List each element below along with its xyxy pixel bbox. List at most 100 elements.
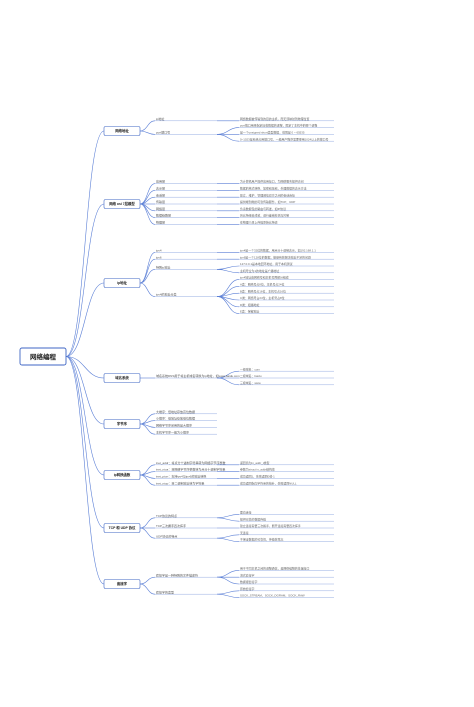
leaf-node-label: 127.0.0.1是本地回环地址，用于本机测试 [240,261,293,266]
leaf-node-label: E类：保留地址 [240,309,259,314]
connector-line [139,517,156,529]
mind-map-nodes: 网络编程 网络地址 ip地址 网络数据被传输到的目的主机，而无须映射到物理位置 port… [19,116,334,598]
connector-line [216,377,240,386]
sub-node-label: inet_ntoa：将网络字节序整数转为点分十进制字符串 [156,467,225,472]
sub-node-label: TCP三次握手四次挥手 [156,523,186,528]
connector-line [65,356,105,379]
connector-line [216,537,240,542]
connector-line [216,576,240,585]
sub-node-label: TCP协议的特点 [156,513,177,518]
sub-node-label: 网络字节序采用的是大端序 [156,423,192,428]
sub-node-label: inet_pton：支持ipv4与ipv6的地址转换 [156,474,206,479]
connector-line [139,423,156,435]
connector-line [65,356,105,585]
leaf-node-label: 二级域名：baidu [240,373,262,378]
leaf-node-label: 主机号全为1的地址是广播地址 [240,268,279,273]
connector-line [65,356,105,425]
leaf-node-label: 三级域名：www [240,380,262,385]
connector-line [65,130,105,357]
branch-node [103,523,141,533]
root-title: 网络编程 [30,352,57,361]
leaf-node-label: 建立、维护、管理通信双方之间的会话连接 [240,192,295,197]
connector-line [216,517,240,522]
branch-title: 网络地址 [115,128,129,133]
connector-line [65,203,105,357]
branch-title: 套接字 [117,581,128,586]
branch-title: ip转换函数 [114,472,131,477]
branch-node [103,126,141,136]
leaf-node-label: ipv4是一个32位的数据，用点分十进制表示，如192.168.1.1 [240,248,316,253]
connector-line [139,120,156,132]
branch-title: 字节序 [117,421,128,426]
leaf-node-label: ipv6是一个128位的数据，能够有效解决地址不足的问题 [240,254,311,259]
sub-node-label: 大端序：低地址存放高位数据 [156,409,195,414]
leaf-node-label: 建立连接需要三次握手，断开连接需要四次挥手 [240,523,301,528]
connector-line [216,279,240,297]
leaf-node-label: port端口用来指定接收数据的进程，限定了主机中的哪个进程 [240,123,317,128]
connector-line [139,282,156,297]
connector-line [139,252,156,284]
connector-line [65,356,105,529]
sub-node-label: 数据链路层 [156,213,171,218]
connector-line [139,474,156,486]
branch-node [103,579,141,589]
sub-node-label: port端口号 [156,130,170,135]
leaf-node-label: 面向连接 [240,510,252,515]
leaf-node-label: 提供端到端的可靠传输服务，如TCP、UDP [240,199,295,204]
leaf-node-label: A类：网络号占8位，主机号占24位 [240,282,284,287]
connector-line [216,265,240,270]
sub-node-label: 物理层 [156,220,165,225]
connector-line [216,134,240,142]
branch-title: ip地址 [117,280,127,285]
sub-node-label: inet_ntop：将二进制地址转为字符串 [156,480,204,485]
leaf-node-label: 一级域名：com [240,366,261,371]
connector-line [65,282,105,357]
leaf-node-label: 0~1023是系统占用端口号，一般用户程序需要使用1024以上的端口号 [240,136,329,141]
sub-node-label: 表示层 [156,186,165,191]
connector-line [216,534,240,539]
sub-node-label: ipv4 [156,249,162,253]
sub-node-label: 域名系统DNS用于将主机域名转换为ip地址，如www.baidu.com [156,373,240,378]
leaf-node-label: 是一个unsigned short类型数据，范围是 0 ~ 65535 [240,130,305,135]
leaf-node-label: 网络数据被传输到的目的主机，而无须映射到物理位置 [240,116,309,121]
leaf-node-label: B类：网络号占16位，主机号占16位 [240,288,286,293]
sub-node-label: 传输层 [156,199,165,204]
connector-line [139,576,156,585]
sub-node-label: 主机字节序一般为小端序 [156,429,189,434]
leaf-node-label: SOCK_STREAM、SOCK_DGRAM、SOCK_RAW [240,594,305,598]
branch-node [103,199,141,209]
leaf-node-label: 成功返回1，失败返回0或-1 [240,474,275,479]
sub-node-label: 会话层 [156,192,165,197]
mind-map-connectors [65,120,240,598]
branch-node [103,373,141,383]
leaf-node-label: 用于不同主机之间的进程通信，是网络编程的基础接口 [240,566,309,571]
connector-line [139,583,156,595]
leaf-node-label: D类：组播地址 [240,302,260,307]
branch-node [103,278,141,288]
connector-line [216,590,240,595]
leaf-node-label: 数据报套接字 [240,579,257,584]
branch-title: TCP 和 UDP 协议 [109,525,136,530]
leaf-node-label: 不保证数据的可靠性，传输效率高 [240,537,283,542]
connector-line [216,269,240,274]
connector-line [139,527,156,539]
sub-node-label: 特殊ip地址 [156,265,170,270]
connector-line [216,570,240,578]
connector-line [216,593,240,598]
connector-line [216,127,240,135]
sub-node-label: 应用层 [156,179,165,184]
leaf-node-label: ipv4地址由网络号和主机号两部分组成 [240,275,289,280]
sub-node-label: 套接字的类型 [156,589,174,594]
connector-line [139,269,156,284]
sub-node-label: 小端序：低地址存放低位数据 [156,416,195,421]
leaf-node-label: 无连接 [240,530,249,535]
connector-line [139,203,156,225]
connector-line [216,514,240,519]
leaf-node-label: 流式套接字 [240,572,255,577]
sub-node-label: ip地址 [156,116,164,121]
sub-node-label: 套接字是一种特殊的文件描述符 [156,572,198,577]
leaf-node-label: 数据的格式转换、加密和压缩，处理数据的表示方法 [240,186,307,191]
leaf-node-label: C类：网络号占24位，主机号占8位 [240,295,285,300]
branch-title: 网络 osi 7层模型 [109,201,135,206]
